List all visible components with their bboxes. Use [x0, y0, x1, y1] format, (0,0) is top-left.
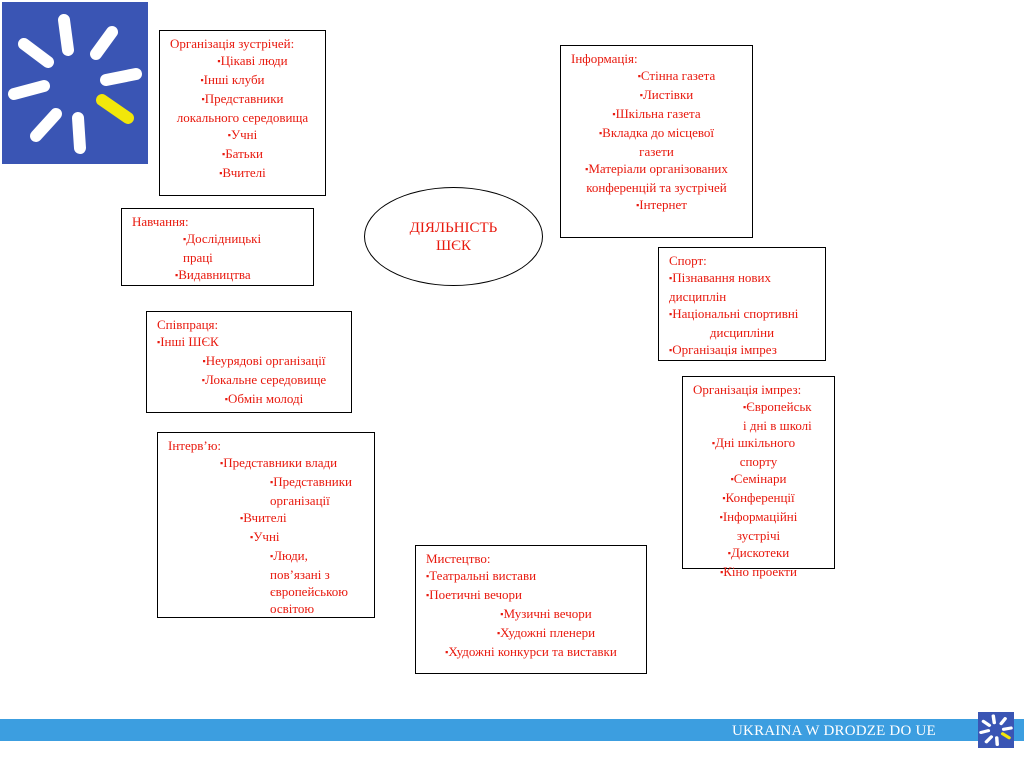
events-box: Організація імпрез: Європейськ і дні в ш…: [682, 376, 835, 579]
list-item: Представники влади: [164, 454, 368, 473]
footer-divider: [0, 741, 1024, 749]
list-item: Батьки: [166, 145, 319, 164]
study-title: Навчання:: [132, 214, 189, 229]
list-item: Цікаві люди: [166, 52, 319, 71]
central-topic-line2: ШЄК: [435, 237, 472, 254]
sunburst-logo-icon: [978, 712, 1014, 748]
list-item: Європейськ: [689, 398, 828, 417]
list-item: Листівки: [567, 86, 746, 105]
list-item: Інші ШЄК: [153, 333, 345, 352]
list-item: газети: [639, 144, 674, 159]
list-item: Організація імпрез: [665, 341, 819, 360]
list-item: Стінна газета: [567, 67, 746, 86]
list-item: Представники: [164, 473, 368, 492]
list-item: зустрічі: [736, 528, 781, 543]
list-item: Люди,: [164, 547, 368, 566]
list-item: дисципліни: [709, 325, 775, 340]
list-item: Семінари: [689, 470, 828, 489]
events-title: Організація імпрез:: [693, 382, 802, 397]
list-item: Пізнавання нових: [665, 269, 819, 288]
list-item: Учні: [166, 126, 319, 145]
list-item: локального середовища: [176, 110, 309, 125]
list-item: європейською: [270, 584, 348, 599]
list-item: Поетичні вечори: [422, 586, 640, 605]
art-box: Мистецтво: Театральні вистави Поетичні в…: [415, 545, 647, 674]
list-item: Художні конкурси та виставки: [422, 643, 640, 662]
list-item: Обмін молоді: [153, 390, 345, 409]
footer-bar: [0, 719, 1024, 741]
list-item: Музичні вечори: [422, 605, 640, 624]
list-item: Вчителі: [166, 164, 319, 183]
list-item: спорту: [739, 454, 778, 469]
list-item: Конференції: [689, 489, 828, 508]
footer-text: UKRAINA W DRODZE DO UE: [732, 723, 936, 739]
sport-box: Спорт: Пізнавання нових дисциплін Націон…: [658, 247, 826, 361]
list-item: Представники: [166, 90, 319, 109]
list-item: праці: [183, 250, 213, 265]
art-title: Мистецтво:: [426, 551, 491, 566]
sport-title: Спорт:: [669, 253, 707, 268]
list-item: Шкільна газета: [567, 105, 746, 124]
cooperation-box: Співпраця: Інші ШЄК Неурядові організаці…: [146, 311, 352, 413]
list-item: Неурядові організації: [153, 352, 345, 371]
list-item: Дослідницькі: [128, 230, 307, 249]
list-item: Художні пленери: [422, 624, 640, 643]
list-item: Інші клуби: [166, 71, 319, 90]
list-item: Театральні вистави: [422, 567, 640, 586]
list-item: Інформаційні: [689, 508, 828, 527]
list-item: пов’язані з: [270, 567, 330, 582]
list-item: Національні спортивні: [665, 305, 819, 324]
sunburst-logo-icon: [2, 2, 148, 164]
interview-title: Інтерв’ю:: [168, 438, 222, 453]
list-item: Локальне середовище: [153, 371, 345, 390]
list-item: Видавництва: [128, 266, 307, 285]
list-item: конференцій та зустрічей: [586, 180, 727, 195]
central-topic-ellipse: ДІЯЛЬНІСТЬ ШЄК: [364, 187, 543, 286]
study-box: Навчання: Дослідницькі праці Видавництва: [121, 208, 314, 286]
list-item: і дні в школі: [743, 418, 812, 433]
list-item: Матеріали організованих: [567, 160, 746, 179]
info-title: Інформація:: [571, 51, 638, 66]
central-topic-line1: ДІЯЛЬНІСТЬ: [409, 219, 498, 236]
cooperation-title: Співпраця:: [157, 317, 219, 332]
list-item: Учні: [164, 528, 368, 547]
meetings-box: Організація зустрічей: Цікаві люди Інші …: [159, 30, 326, 196]
list-item: Дискотеки: [689, 544, 828, 563]
list-item: Інтернет: [567, 196, 746, 215]
list-item: Дні шкільного: [689, 434, 828, 453]
list-item: дисциплін: [669, 289, 727, 304]
list-item: організації: [270, 493, 330, 508]
info-box: Інформація: Стінна газета Листівки Шкіль…: [560, 45, 753, 238]
interview-box: Інтерв’ю: Представники влади Представник…: [157, 432, 375, 618]
list-item: Вчителі: [164, 509, 368, 528]
list-item: освітою: [270, 601, 315, 616]
list-item: Вкладка до місцевої: [567, 124, 746, 143]
meetings-title: Організація зустрічей:: [170, 36, 295, 51]
list-item: Кіно проекти: [689, 563, 828, 582]
